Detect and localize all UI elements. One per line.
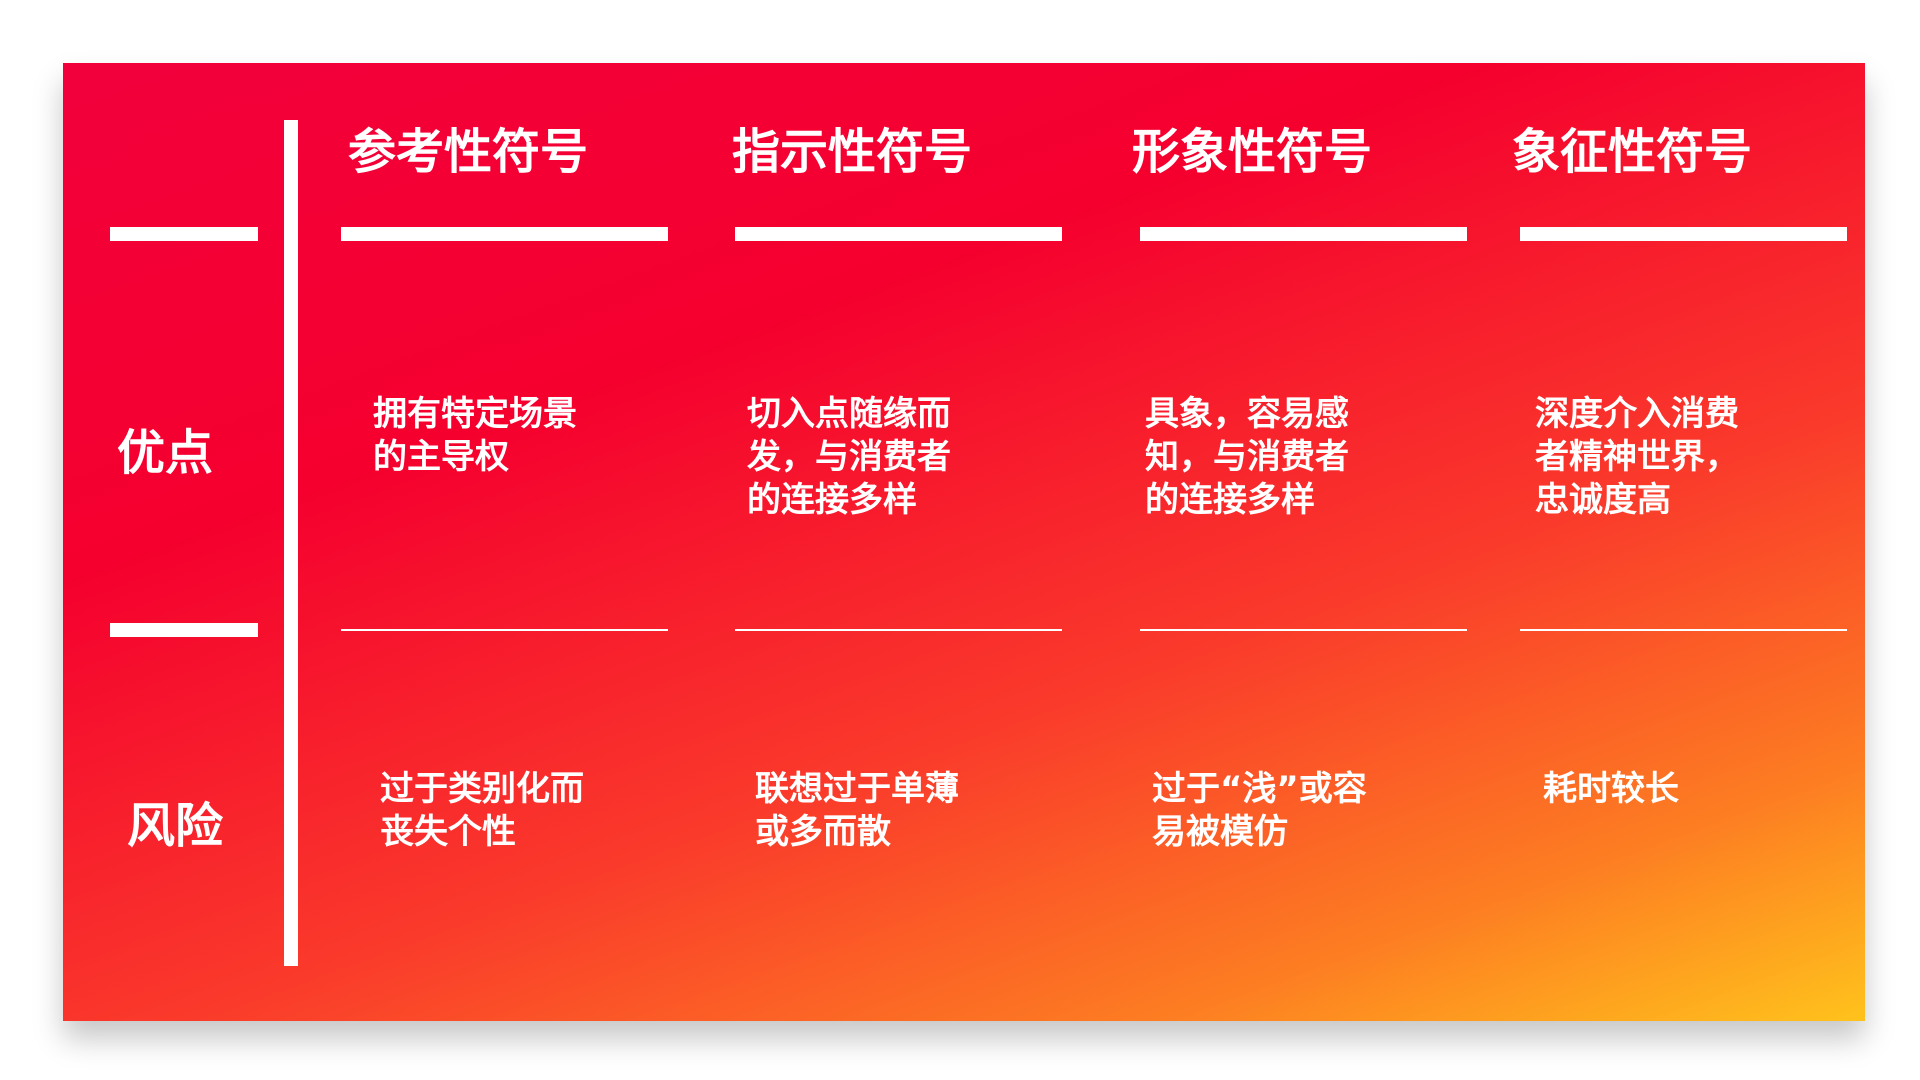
- header-reference-symbol: 参考性符号: [348, 124, 589, 180]
- risk-cell-1: 过于类别化而丧失个性: [380, 769, 584, 852]
- header-image-symbol: 形象性符号: [1132, 124, 1373, 180]
- header-symbolic-symbol: 象征性符号: [1512, 124, 1753, 180]
- header-underline-2: [735, 227, 1062, 241]
- row-separator-4: [1520, 629, 1847, 631]
- vertical-divider: [284, 120, 298, 966]
- header-underline-3: [1140, 227, 1467, 241]
- advantage-cell-4: 深度介入消费者精神世界，忠诚度高: [1535, 394, 1739, 520]
- risk-cell-2: 联想过于单薄或多而散: [755, 769, 959, 852]
- row-label-advantages: 优点: [117, 425, 214, 481]
- advantage-cell-3: 具象，容易感知，与消费者的连接多样: [1145, 394, 1349, 520]
- header-underline-4: [1520, 227, 1847, 241]
- advantage-cell-1: 拥有特定场景的主导权: [373, 394, 577, 477]
- comparison-slide: 参考性符号 指示性符号 形象性符号 象征性符号 优点 风险 拥有特定场景的主导权…: [63, 63, 1865, 1021]
- risk-cell-3: 过于“浅”或容易被模仿: [1152, 769, 1367, 852]
- row-separator-2: [735, 629, 1062, 631]
- risk-cell-4: 耗时较长: [1543, 769, 1679, 809]
- header-underline-1: [341, 227, 668, 241]
- label-column-top-bar: [110, 227, 258, 241]
- header-indicative-symbol: 指示性符号: [732, 124, 973, 180]
- row-label-risks: 风险: [127, 798, 224, 854]
- row-separator-1: [341, 629, 668, 631]
- row-separator-3: [1140, 629, 1467, 631]
- advantage-cell-2: 切入点随缘而发，与消费者的连接多样: [747, 394, 951, 520]
- label-column-row-bar: [110, 623, 258, 637]
